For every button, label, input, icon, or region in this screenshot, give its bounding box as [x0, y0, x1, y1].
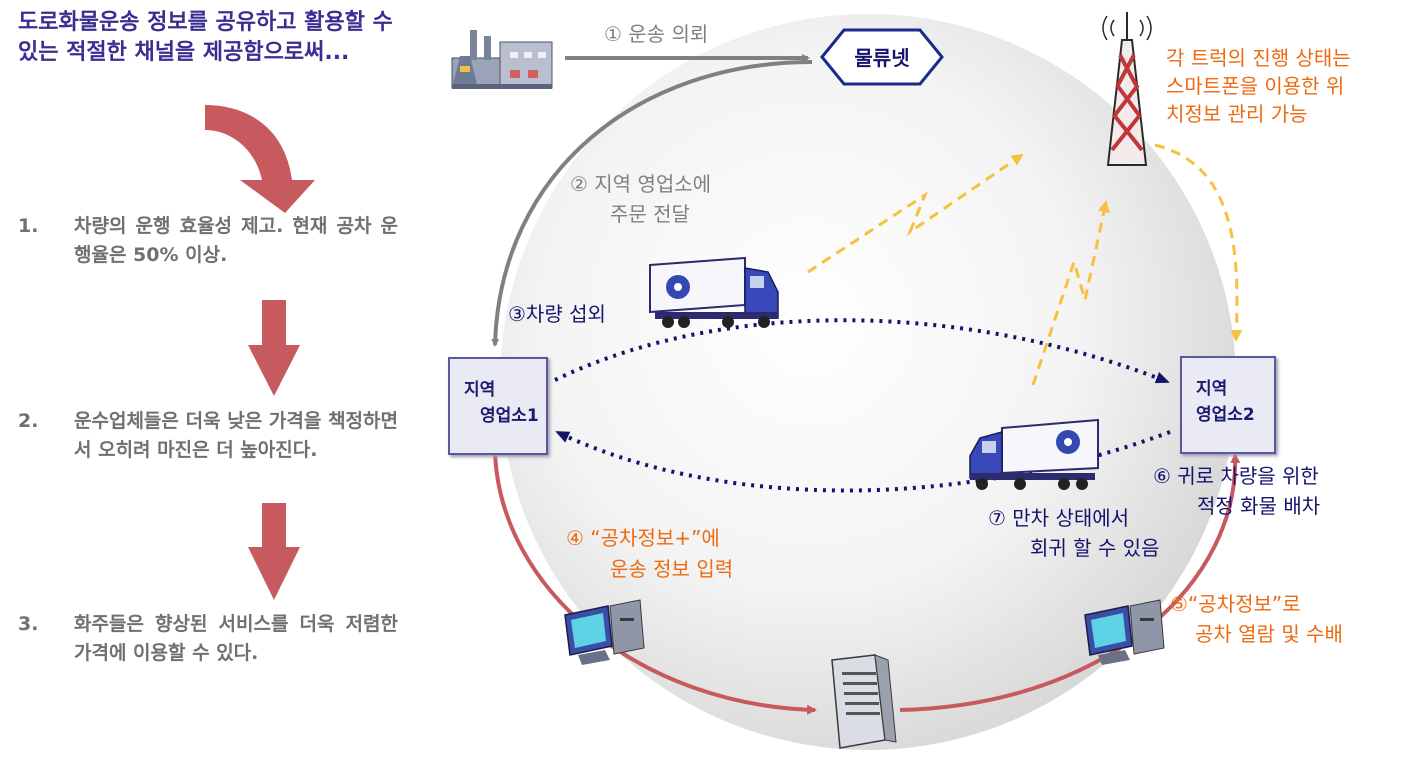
- hub-label: 물류넷: [854, 46, 910, 70]
- step-text: 운수업체들은 더욱 낮은 가격을 책정하면서 오히려 마진은 더 높아진다.: [74, 410, 398, 461]
- label-order-forward-1: ② 지역 영업소에: [570, 172, 712, 196]
- benefit-step-2: 2. 운수업체들은 더욱 낮은 가격을 책정하면서 오히려 마진은 더 높아진다…: [18, 407, 398, 465]
- step-text: 화주들은 향상된 서비스를 더욱 저렴한 가격에 이용할 수 있다.: [74, 613, 398, 664]
- benefit-step-3: 3. 화주들은 향상된 서비스를 더욱 저렴한 가격에 이용할 수 있다.: [18, 610, 398, 668]
- radio-tower-icon: [1102, 12, 1152, 166]
- label-transport-request: ① 운송 의뢰: [604, 22, 709, 46]
- label-input-2: 운송 정보 입력: [610, 557, 734, 581]
- office-1-line1: 지역: [464, 380, 496, 400]
- dotted-arrow-outbound: [554, 318, 1170, 384]
- truck-icon: [969, 418, 1099, 490]
- server-icon: [831, 654, 897, 749]
- computer-icon: [564, 599, 645, 665]
- label-lookup-1: ⑤“공차정보”로: [1170, 592, 1301, 616]
- step-text: 차량의 운행 효율성 제고. 현재 공차 운행율은 50% 이상.: [74, 215, 398, 266]
- label-lookup-2: 공차 열람 및 수배: [1195, 622, 1343, 646]
- hub-hexagon-icon: [820, 28, 944, 86]
- label-return-dispatch-1: ⑥ 귀로 차량을 위한: [1153, 464, 1319, 488]
- down-arrow-icon: [248, 300, 300, 396]
- regional-office-1: 지역 영업소1: [448, 357, 548, 455]
- step-number: 3.: [18, 613, 39, 635]
- label-input-1: ④ “공차정보+”에: [566, 526, 720, 550]
- computer-icon: [1084, 599, 1165, 665]
- tower-note-3: 치정보 관리 가능: [1166, 102, 1308, 126]
- label-vehicle-booking: ③차량 섭외: [508, 302, 606, 326]
- step-number: 1.: [18, 215, 39, 237]
- dotted-arrow-return: [555, 430, 1171, 493]
- label-return-dispatch-2: 적정 화물 배차: [1197, 494, 1321, 518]
- down-arrow-icon: [205, 105, 315, 213]
- down-arrow-icon: [248, 503, 300, 600]
- label-full-return-1: ⑦ 만차 상태에서: [988, 506, 1130, 530]
- background-circle: [500, 14, 1236, 750]
- signal-path-1: [807, 153, 1024, 274]
- office-1-line2: 영업소1: [480, 406, 539, 426]
- benefit-step-1: 1. 차량의 운행 효율성 제고. 현재 공차 운행율은 50% 이상.: [18, 212, 398, 270]
- step-number: 2.: [18, 410, 39, 432]
- label-full-return-2: 회귀 할 수 있음: [1030, 536, 1160, 560]
- tower-note-1: 각 트럭의 진행 상태는: [1166, 46, 1351, 70]
- flow-arrow-order: [491, 60, 813, 347]
- regional-office-2: 지역 영업소2: [1180, 356, 1276, 454]
- label-order-forward-2: 주문 전달: [610, 202, 690, 226]
- factory-icon: [451, 30, 553, 89]
- truck-icon: [649, 256, 779, 328]
- office-2-line1: 지역: [1196, 379, 1228, 399]
- signal-path-3: [1154, 143, 1243, 342]
- office-2-line2: 영업소2: [1196, 405, 1255, 425]
- headline: 도로화물운송 정보를 공유하고 활용할 수 있는 적절한 채널을 제공함으로써.…: [18, 10, 393, 65]
- tower-note-2: 스마트폰을 이용한 위: [1166, 74, 1345, 98]
